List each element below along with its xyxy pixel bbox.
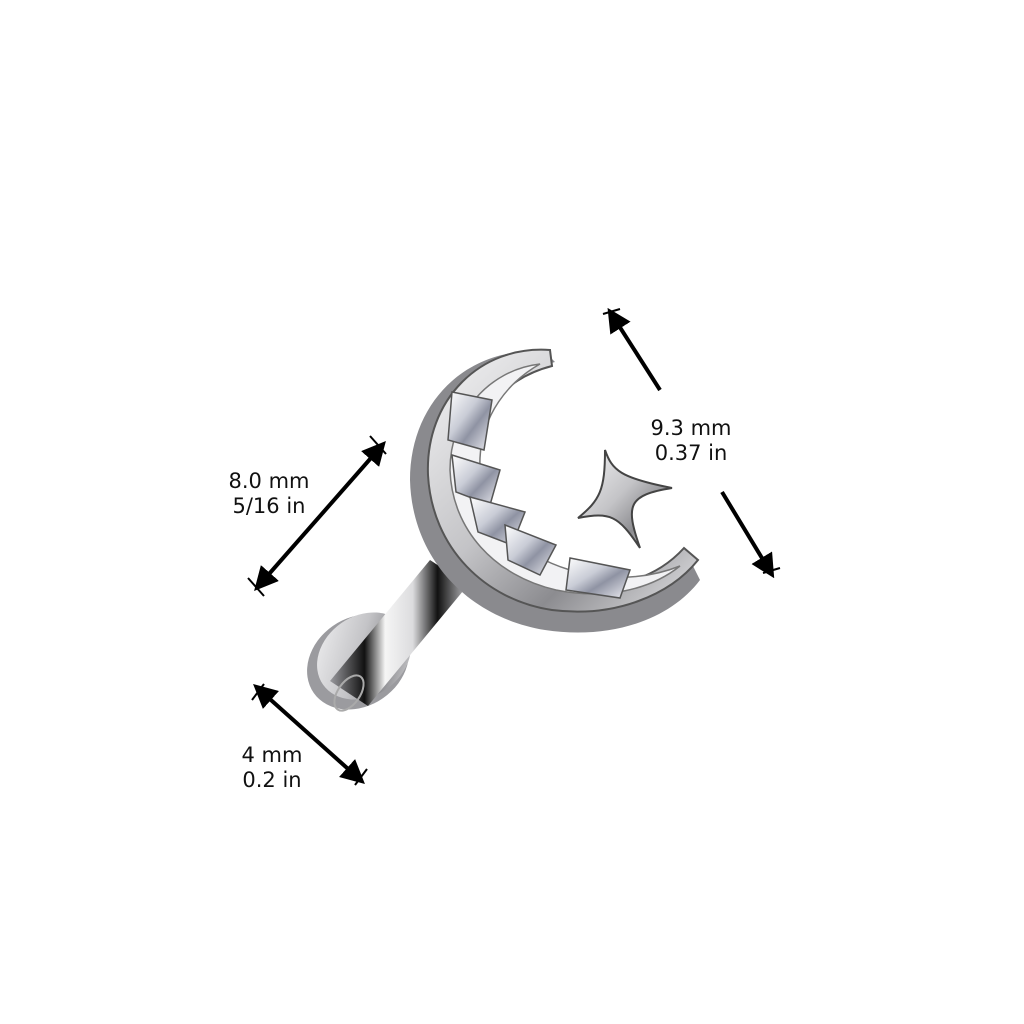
baguette-gems (447, 391, 631, 599)
top-height-label: 9.3 mm 0.37 in (636, 416, 746, 466)
dimension-arrow-disc (251, 683, 368, 786)
dimension-arrow-top-width (247, 435, 387, 597)
dimension-arrow-top-height (602, 307, 781, 579)
top-height-imperial: 0.37 in (654, 441, 728, 465)
disc-label: 4 mm 0.2 in (222, 743, 322, 793)
star-charm (577, 449, 673, 549)
disc-imperial: 0.2 in (242, 768, 302, 792)
top-width-metric: 8.0 mm (228, 469, 310, 493)
top-width-label: 8.0 mm 5/16 in (214, 469, 324, 519)
top-width-imperial: 5/16 in (232, 494, 306, 518)
top-height-metric: 9.3 mm (650, 416, 732, 440)
disc-metric: 4 mm (241, 743, 303, 767)
